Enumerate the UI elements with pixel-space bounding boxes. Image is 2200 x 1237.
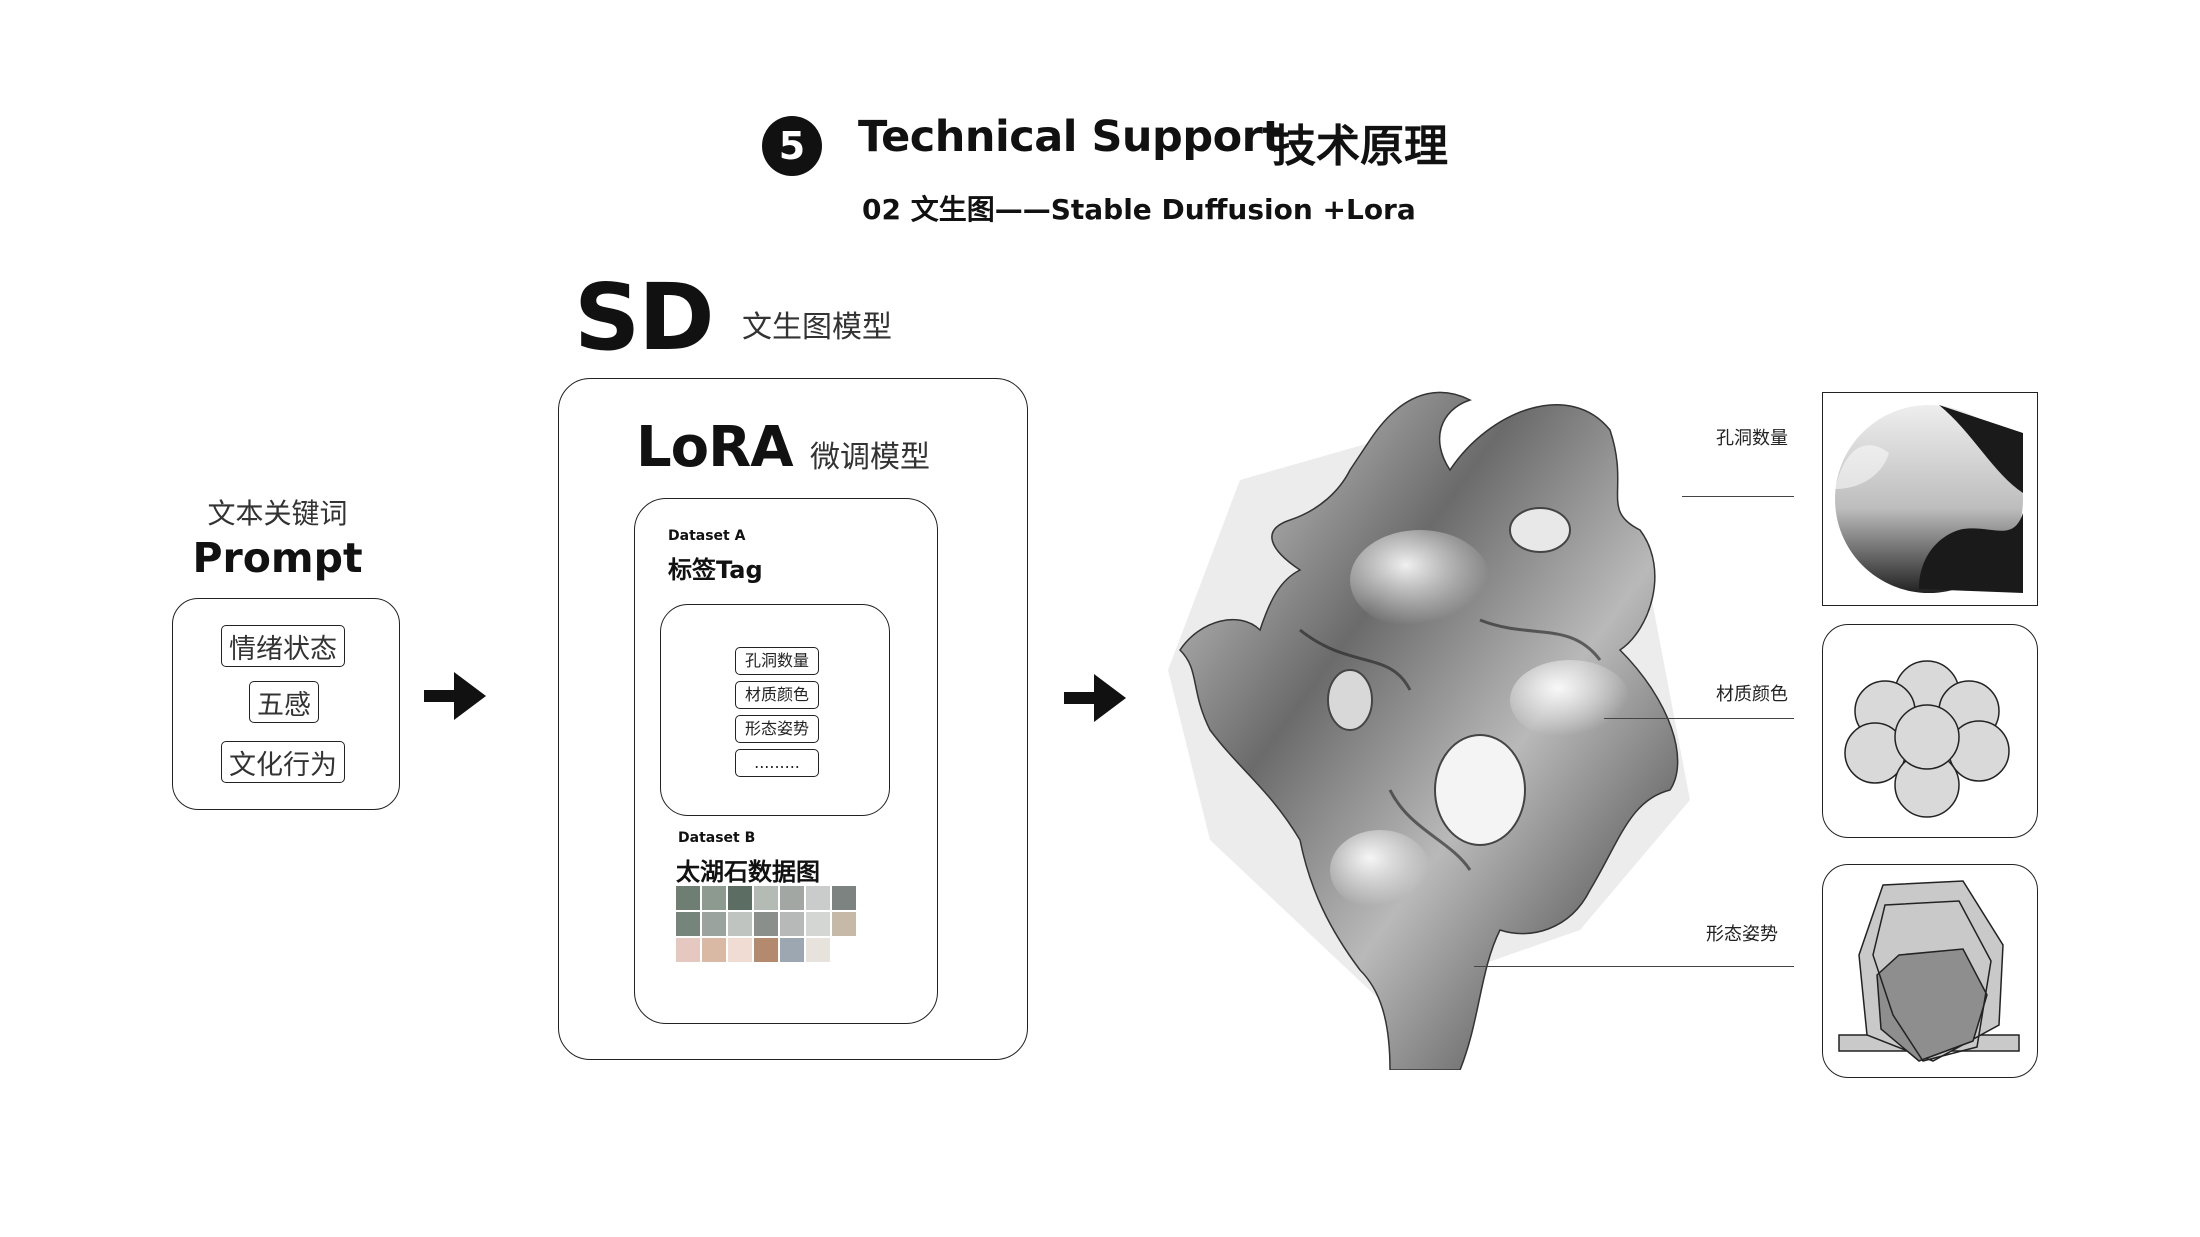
dataset-thumbnail <box>806 938 830 962</box>
dataset-thumbnail <box>676 938 700 962</box>
prompt-box: 情绪状态 五感 文化行为 <box>172 598 400 810</box>
prompt-tag-senses: 五感 <box>249 681 319 723</box>
leader-line <box>1682 496 1794 497</box>
dataset-b-thumbnail-grid <box>676 886 858 962</box>
dataset-thumbnail <box>780 886 804 910</box>
tag-form-pose: 形态姿势 <box>735 715 819 743</box>
holes-icon <box>1835 405 2023 593</box>
leader-line <box>1474 966 1794 967</box>
arrow-right-icon <box>1064 672 1128 724</box>
page-title: Technical Support <box>858 112 1283 162</box>
prompt-label-cn: 文本关键词 <box>207 497 348 530</box>
sd-title: SD <box>574 264 715 371</box>
holes-panel <box>1822 392 2038 606</box>
prompt-title: Prompt <box>192 534 363 582</box>
dataset-thumbnail <box>702 912 726 936</box>
dataset-thumbnail <box>676 912 700 936</box>
generated-rock-image <box>1150 370 1710 1074</box>
dataset-thumbnail <box>806 912 830 936</box>
dataset-b-title: 太湖石数据图 <box>676 858 820 886</box>
pose-shape-icon <box>1838 880 2020 1062</box>
tag-hole-count: 孔洞数量 <box>735 647 819 675</box>
dataset-thumbnail <box>754 912 778 936</box>
dataset-thumbnail <box>832 912 856 936</box>
lora-label-cn: 微调模型 <box>810 440 930 475</box>
prompt-tag-culture: 文化行为 <box>221 741 345 783</box>
dataset-thumbnail <box>832 886 856 910</box>
section-number-badge: 5 <box>762 116 822 176</box>
dataset-thumbnail <box>806 886 830 910</box>
leader-line <box>1604 718 1794 719</box>
dataset-thumbnail <box>728 912 752 936</box>
tag-material-color: 材质颜色 <box>735 681 819 709</box>
dataset-a-title: 标签Tag <box>668 556 763 584</box>
dataset-thumbnail <box>728 938 752 962</box>
sd-model-box <box>558 378 1028 1060</box>
feature-label-holes: 孔洞数量 <box>1716 428 1788 449</box>
page-title-cn: 技术原理 <box>1272 121 1448 172</box>
lora-title: LoRA <box>636 415 794 480</box>
dataset-thumbnail <box>728 886 752 910</box>
dataset-b-label: Dataset B <box>678 830 756 846</box>
dataset-a-label: Dataset A <box>668 528 746 544</box>
dataset-thumbnail <box>780 912 804 936</box>
dataset-thumbnail <box>780 938 804 962</box>
feature-label-color: 材质颜色 <box>1716 684 1788 705</box>
tag-more: ......... <box>735 749 819 777</box>
lora-dataset-box <box>634 498 938 1024</box>
color-cluster-icon <box>1844 660 2010 818</box>
dataset-a-tag-box: 孔洞数量 材质颜色 形态姿势 ......... <box>660 604 890 816</box>
dataset-thumbnail <box>676 886 700 910</box>
pose-panel <box>1822 864 2038 1078</box>
dataset-thumbnail <box>702 886 726 910</box>
color-panel <box>1822 624 2038 838</box>
arrow-right-icon <box>424 670 488 722</box>
dataset-thumbnail <box>754 938 778 962</box>
sd-label-cn: 文生图模型 <box>742 310 892 345</box>
dataset-thumbnail <box>754 886 778 910</box>
dataset-thumbnail <box>702 938 726 962</box>
prompt-tag-emotion: 情绪状态 <box>221 625 345 667</box>
feature-label-pose: 形态姿势 <box>1706 924 1778 945</box>
page-subtitle: 02 文生图——Stable Duffusion +Lora <box>862 193 1416 226</box>
